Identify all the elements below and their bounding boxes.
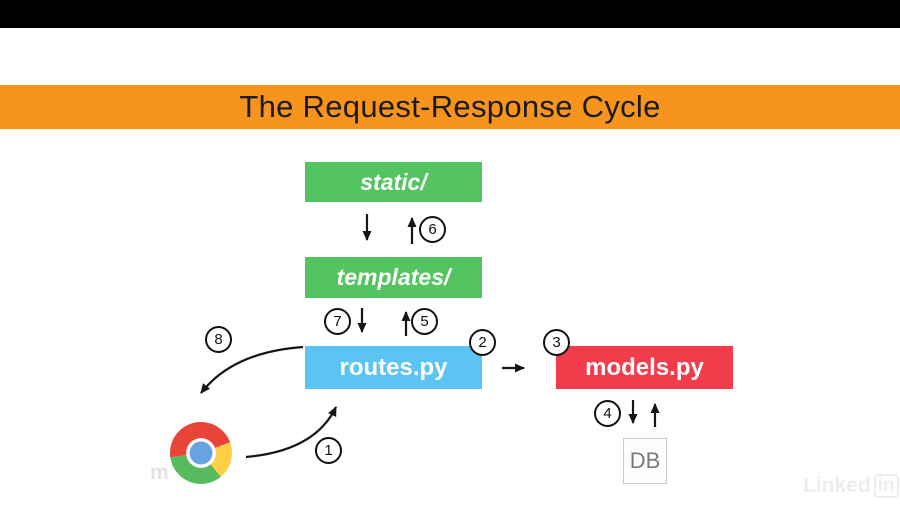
- node-models-label: models.py: [585, 353, 704, 381]
- chrome-browser-icon: [170, 422, 232, 484]
- node-static-label: static/: [360, 168, 427, 195]
- step-badge-8: 8: [205, 326, 232, 353]
- chrome-blue-center: [189, 441, 213, 465]
- step-7-number: 7: [333, 313, 342, 330]
- step-badge-5: 5: [411, 308, 438, 335]
- slide-title: The Request-Response Cycle: [239, 89, 661, 124]
- linkedin-in-badge: in: [873, 474, 899, 498]
- step-badge-3: 3: [543, 329, 570, 356]
- arrow-routes-to-browser: [200, 345, 304, 394]
- linkedin-watermark-text: Linked: [803, 474, 871, 497]
- step-4-number: 4: [603, 405, 612, 422]
- node-routes-label: routes.py: [339, 353, 448, 381]
- step-6-number: 6: [428, 221, 437, 238]
- step-badge-1: 1: [315, 437, 342, 464]
- step-5-number: 5: [420, 313, 429, 330]
- node-database-label: DB: [629, 448, 661, 473]
- video-letterbox-bar: [0, 0, 900, 28]
- step-8-number: 8: [214, 331, 223, 348]
- step-badge-4: 4: [594, 400, 621, 427]
- node-routes-py: routes.py: [305, 346, 482, 389]
- node-static-folder: static/: [305, 162, 482, 202]
- step-3-number: 3: [552, 334, 561, 351]
- linkedin-watermark: Linked in: [803, 474, 899, 498]
- node-database: DB: [623, 438, 667, 484]
- step-badge-2: 2: [469, 329, 496, 356]
- step-2-number: 2: [478, 334, 487, 351]
- title-banner: The Request-Response Cycle: [0, 85, 900, 129]
- node-templates-label: templates/: [336, 264, 451, 290]
- watermark-fragment: m: [150, 461, 169, 484]
- node-templates-folder: templates/: [305, 257, 482, 298]
- step-badge-7: 7: [324, 308, 351, 335]
- chrome-green-segment: [170, 453, 221, 484]
- step-1-number: 1: [324, 442, 333, 459]
- node-models-py: models.py: [556, 346, 733, 389]
- step-badge-6: 6: [419, 216, 446, 243]
